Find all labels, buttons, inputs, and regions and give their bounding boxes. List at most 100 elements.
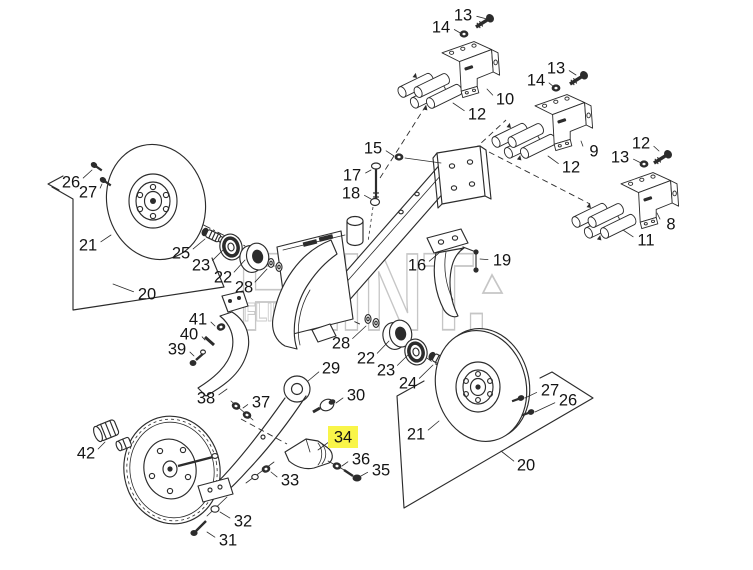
leader-line bbox=[112, 283, 134, 293]
pin-40 bbox=[204, 335, 215, 347]
leader-line bbox=[568, 70, 577, 76]
bolt-13a bbox=[473, 11, 497, 32]
callout-label: 29 bbox=[322, 360, 340, 378]
roller-set-12a bbox=[394, 58, 464, 119]
right-disc-blade bbox=[434, 328, 531, 442]
leader-line bbox=[580, 140, 584, 147]
leader-line bbox=[189, 351, 195, 357]
callout-label: 22 bbox=[357, 350, 375, 368]
arm-29 bbox=[197, 375, 311, 503]
nut-13c bbox=[639, 160, 649, 168]
callout-label: 39 bbox=[168, 341, 186, 359]
wedge-34 bbox=[284, 438, 333, 470]
callout-label: 9 bbox=[589, 143, 598, 161]
leader-line bbox=[364, 194, 372, 200]
leader-line bbox=[547, 155, 559, 164]
callout-label: 27 bbox=[79, 184, 97, 202]
callout-label: 14 bbox=[527, 72, 545, 90]
bolt-12c bbox=[651, 147, 675, 168]
mount-plate-outline-left bbox=[47, 175, 225, 311]
callout-label: 42 bbox=[77, 445, 95, 463]
callout-label: 14 bbox=[432, 19, 450, 37]
callout-label: 31 bbox=[219, 532, 237, 550]
leader-line bbox=[192, 238, 206, 250]
callout-label: 27 bbox=[541, 382, 559, 400]
bolt-39 bbox=[189, 349, 206, 366]
bolt-30 bbox=[312, 398, 336, 414]
bolt-35 bbox=[343, 469, 362, 482]
leader-line bbox=[453, 29, 463, 35]
callout-label: 20 bbox=[517, 457, 535, 475]
leader-line bbox=[82, 169, 93, 179]
callout-label: 16 bbox=[408, 257, 426, 275]
leader-line bbox=[524, 392, 538, 399]
callout-label: 20 bbox=[138, 286, 156, 304]
leader-line bbox=[633, 158, 642, 164]
callout-label: 26 bbox=[559, 392, 577, 410]
scraper-38 bbox=[197, 290, 250, 397]
seed-guard bbox=[426, 228, 469, 318]
leader-line bbox=[548, 82, 555, 88]
nut-14a bbox=[459, 30, 469, 38]
callout-label: 15 bbox=[364, 140, 382, 158]
callout-label: 21 bbox=[79, 237, 97, 255]
leader-line bbox=[622, 229, 634, 238]
nut-33 bbox=[245, 461, 275, 484]
shank-body bbox=[252, 230, 354, 350]
callout-label: 12 bbox=[562, 159, 580, 177]
leader-line bbox=[254, 268, 268, 283]
leader-line bbox=[307, 371, 320, 382]
callout-label: 12 bbox=[468, 106, 486, 124]
callout-label: 28 bbox=[332, 335, 350, 353]
callout-label: 37 bbox=[252, 394, 270, 412]
leader-line bbox=[428, 252, 440, 262]
washer-18 bbox=[367, 197, 381, 243]
leader-line bbox=[218, 388, 228, 396]
leader-line bbox=[365, 169, 372, 174]
highlight-box bbox=[328, 426, 358, 448]
leader-line bbox=[201, 336, 206, 341]
bushings-42 bbox=[93, 419, 132, 452]
callout-label: 26 bbox=[62, 174, 80, 192]
watermark-triangle-icon bbox=[481, 273, 504, 294]
bolt-13b bbox=[567, 68, 591, 89]
leader-line bbox=[97, 441, 106, 450]
callout-label: 11 bbox=[637, 232, 654, 250]
callout-label: 34 bbox=[334, 429, 352, 447]
beam-end-bracket bbox=[432, 145, 492, 209]
callout-label: 8 bbox=[666, 216, 675, 234]
nut-36 bbox=[327, 460, 347, 472]
callout-label: 13 bbox=[611, 149, 629, 167]
bolt-17 bbox=[370, 162, 382, 203]
mount-plate-outline-right bbox=[396, 371, 594, 509]
roller-set-11 bbox=[568, 188, 638, 249]
callout-label: 12 bbox=[632, 135, 650, 153]
callout-label: 40 bbox=[180, 326, 198, 344]
leader-line bbox=[242, 404, 249, 409]
callout-label: 23 bbox=[192, 257, 210, 275]
callout-label: 18 bbox=[342, 185, 360, 203]
roller-set-12b bbox=[488, 108, 558, 169]
beam-post bbox=[346, 215, 364, 247]
leader-line bbox=[479, 258, 489, 261]
washer-32 bbox=[206, 496, 228, 517]
leader-line bbox=[212, 248, 225, 261]
callout-label: 32 bbox=[234, 513, 252, 531]
callout-label: 19 bbox=[493, 252, 511, 270]
callout-label: 13 bbox=[454, 7, 472, 25]
leader-line bbox=[397, 352, 411, 366]
leader-line bbox=[385, 150, 395, 157]
callout-label: 21 bbox=[407, 426, 425, 444]
nuts-37 bbox=[230, 400, 254, 421]
callout-label: 35 bbox=[372, 462, 390, 480]
nut-15 bbox=[394, 153, 442, 164]
leader-line bbox=[418, 364, 434, 379]
callout-label: 17 bbox=[343, 167, 361, 185]
leader-line bbox=[360, 471, 368, 477]
bolt-26-left bbox=[88, 159, 105, 174]
leader-line bbox=[376, 340, 390, 354]
leader-line bbox=[99, 183, 103, 189]
leader-line bbox=[534, 402, 556, 413]
